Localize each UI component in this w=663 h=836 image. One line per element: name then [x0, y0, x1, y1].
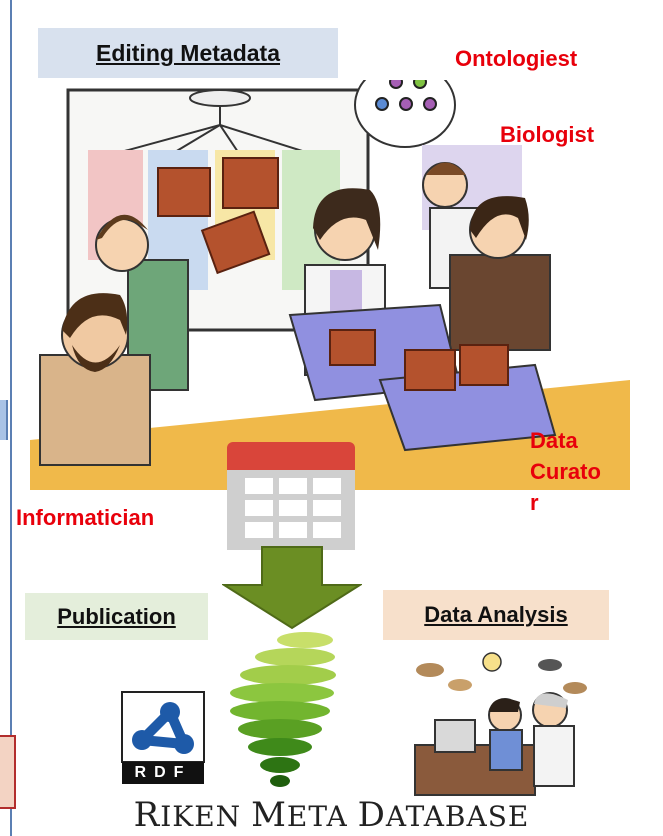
mouse-icon [563, 682, 587, 694]
box-card [404, 349, 456, 391]
left-edge-fragment-red [0, 735, 16, 809]
left-edge-fragment [0, 400, 8, 440]
informatician-sweater [39, 354, 151, 466]
footer-d: D [357, 795, 386, 835]
board-card-held [200, 210, 271, 275]
data-analysis-header: Data Analysis [383, 590, 609, 640]
footer-atabase: ATABASE [385, 800, 530, 833]
thought-bubble [354, 80, 456, 148]
ontology-tree-icon [375, 80, 437, 111]
spreadsheet-icon [227, 442, 355, 550]
metadata-editing-illustration [30, 80, 630, 490]
role-data-curator-line2: Curato [530, 459, 601, 484]
mouse-icon [538, 659, 562, 671]
footer-m: M [251, 795, 287, 835]
footer-r: R [133, 795, 161, 835]
publication-header: Publication [25, 593, 208, 640]
role-informatician: Informatician [16, 505, 155, 530]
footer-eta: ETA [286, 800, 358, 833]
board-card [157, 167, 211, 217]
young-scientist-body [489, 729, 523, 771]
young-scientist-hair [489, 698, 520, 712]
role-data-curator: Data Curato r [530, 425, 601, 518]
rdf-logo-label: RDF [134, 764, 192, 781]
curator-hair [470, 196, 529, 240]
mouse-icon [448, 679, 472, 691]
box-card [329, 329, 376, 366]
board-card [222, 157, 279, 209]
woman-shirt [330, 270, 362, 315]
role-ontologist: Ontologiest [455, 46, 578, 71]
man-green-shirt-head [95, 218, 149, 272]
biologist-hair [426, 162, 466, 175]
down-arrow-icon [222, 546, 362, 630]
computer-monitor [434, 719, 476, 753]
old-scientist-hair [534, 693, 568, 708]
ceiling-lamp [189, 89, 251, 107]
curator-jacket [449, 254, 551, 351]
riken-meta-database-logo [230, 632, 336, 787]
rdf-logo-icon [121, 691, 205, 784]
role-data-curator-line3: r [530, 490, 539, 515]
editing-metadata-header: Editing Metadata [38, 28, 338, 78]
role-data-curator-line1: Data [530, 428, 578, 453]
mouse-icon [416, 663, 444, 677]
footer-iken: IKEN [160, 800, 252, 833]
woman-hair [313, 188, 381, 250]
old-scientist-coat [533, 725, 575, 787]
role-biologist: Biologist [500, 122, 595, 147]
data-analysis-illustration [400, 650, 600, 800]
man-green-shirt-hair [96, 214, 148, 240]
riken-meta-database-title: RIKEN META DATABASE [0, 795, 663, 835]
lightbulb-icon [482, 652, 502, 672]
informatician-hair [62, 293, 128, 338]
informatician-beard [72, 345, 120, 372]
box-card [459, 344, 509, 386]
left-border-line [10, 0, 12, 836]
